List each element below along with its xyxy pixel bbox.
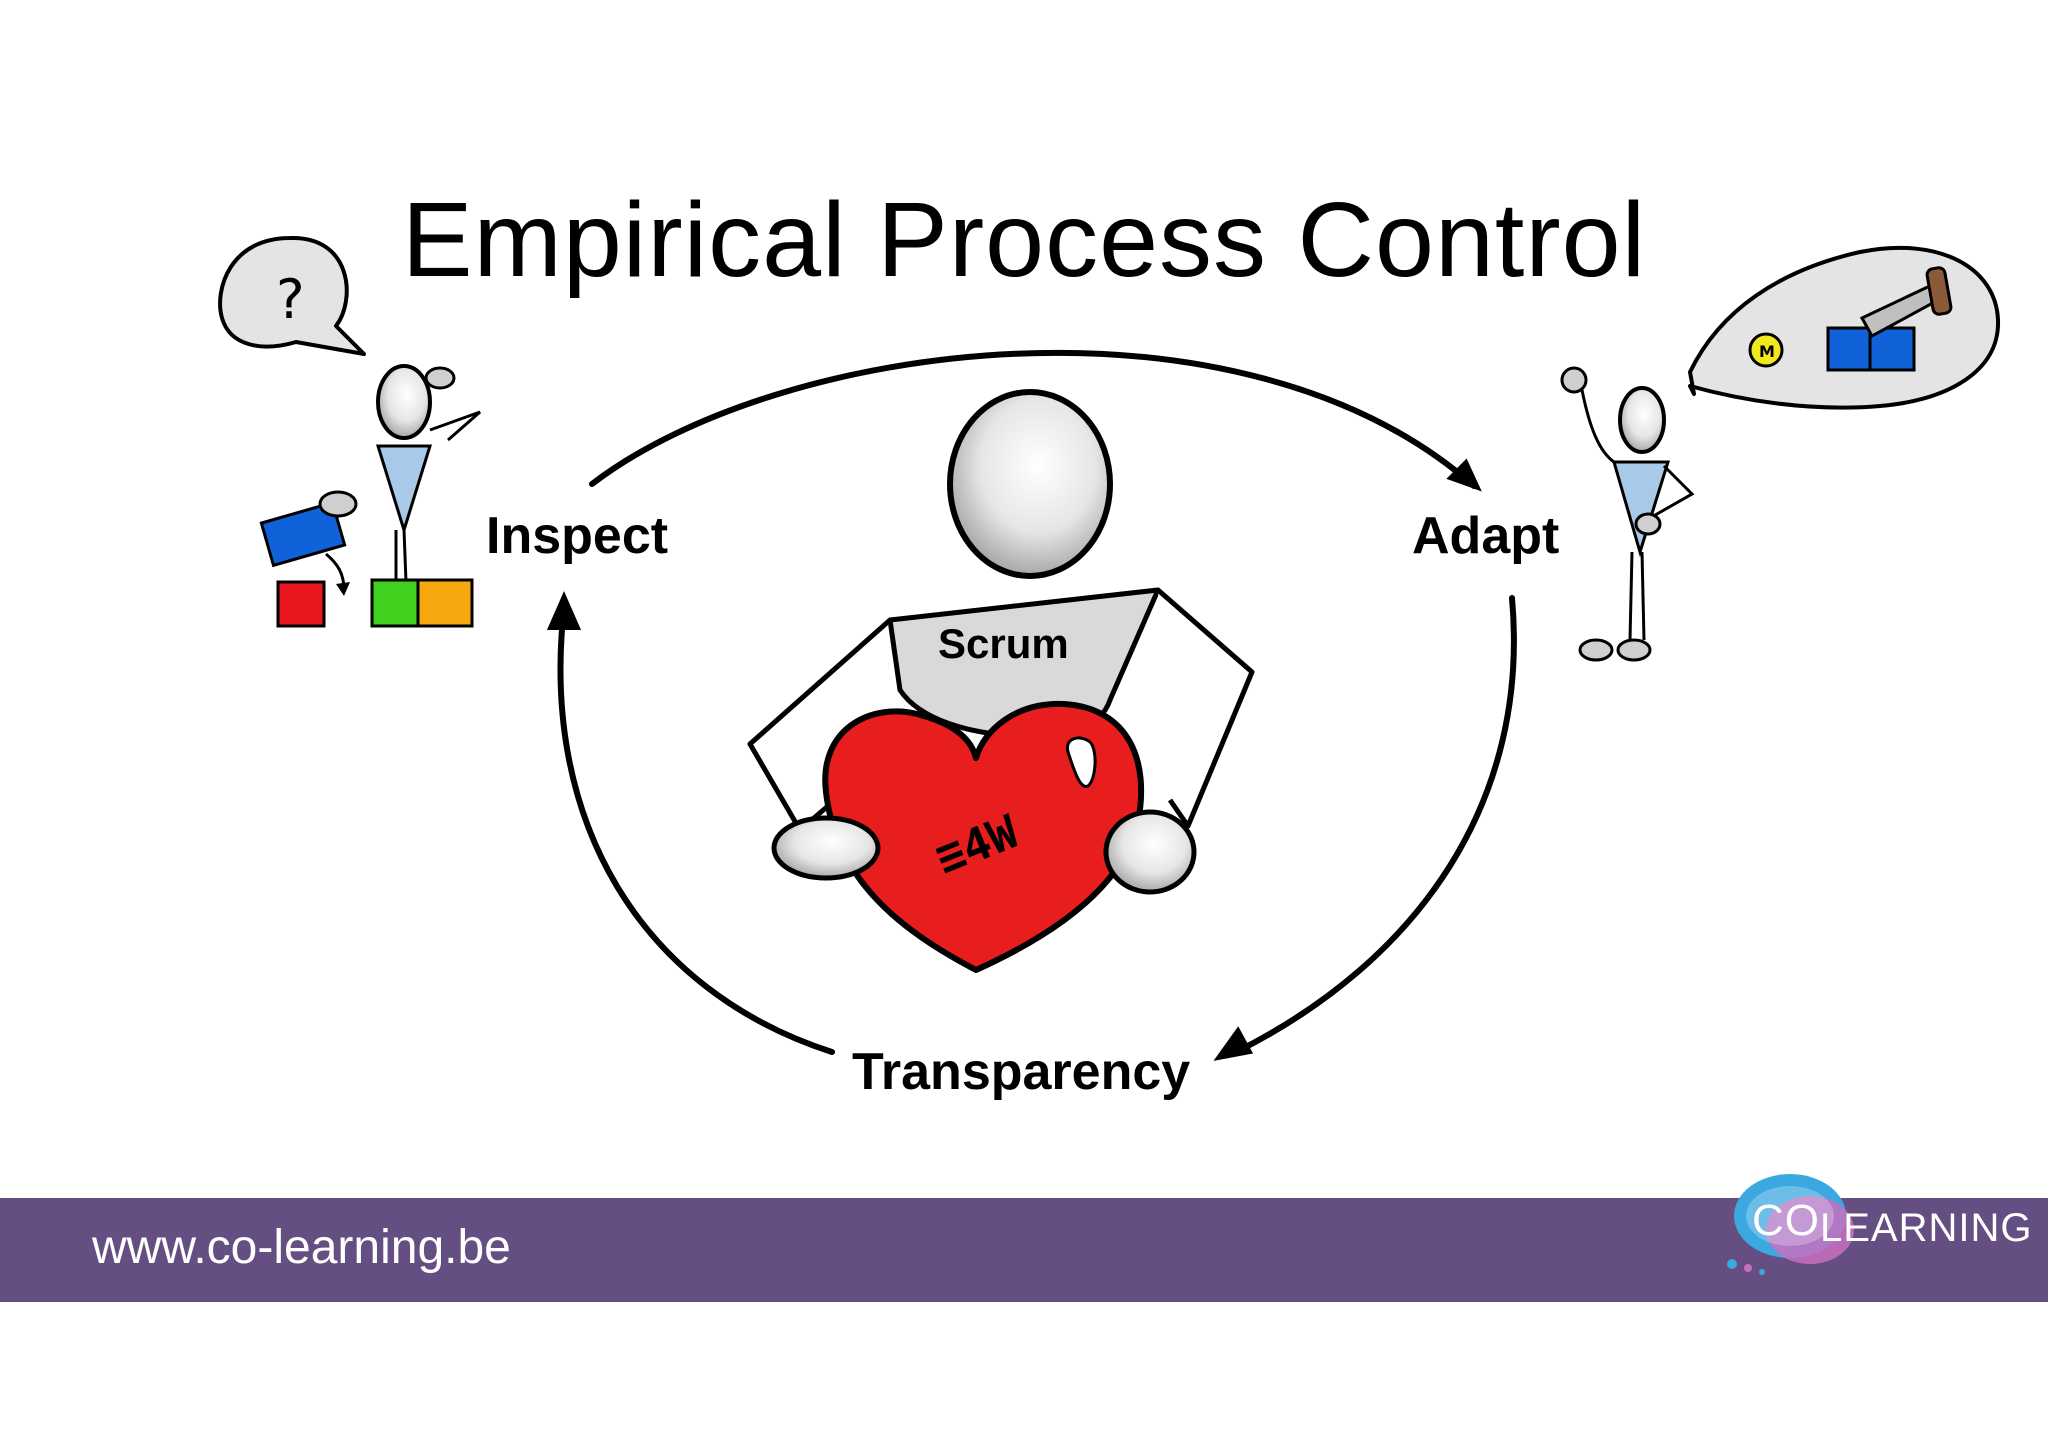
- right-figure-leg-2: [1640, 551, 1646, 641]
- arrow-inspect-to-adapt: [589, 349, 1477, 489]
- co-learning-logo-icon: [1727, 1174, 1854, 1275]
- saw-handle: [1925, 266, 1953, 316]
- center-figure-right-arm: [1156, 588, 1255, 829]
- center-figure-right-hand: [1103, 809, 1197, 895]
- node-inspect: Inspect: [486, 507, 669, 565]
- arrow-adapt-to-transparency-head: [1213, 1026, 1254, 1061]
- footer-url-link[interactable]: www.co-learning.be: [92, 1221, 511, 1274]
- right-figure-raised-hand: [1560, 366, 1588, 394]
- node-adapt: Adapt: [1412, 507, 1560, 565]
- left-figure-blue-block: [259, 500, 347, 568]
- right-figure-head: [1618, 386, 1666, 454]
- left-figure-shirt: [375, 444, 433, 536]
- right-blue-block-left: [1826, 326, 1872, 372]
- left-figure-raised-hand: [424, 366, 456, 390]
- center-label-scrum: Scrum: [938, 620, 1069, 667]
- right-figure-hand: [1634, 512, 1662, 536]
- right-blue-block-right: [1868, 326, 1916, 372]
- center-figure-left-arm: [747, 618, 892, 833]
- light-bulb-icon: [1748, 332, 1784, 368]
- right-figure-right-arm: [1649, 464, 1695, 520]
- arrow-transparency-to-inspect: [557, 605, 835, 1055]
- left-figure-head: [376, 364, 432, 440]
- left-figure-small-arrow-head: [336, 582, 350, 596]
- right-figure-left-foot: [1578, 638, 1614, 662]
- left-speech-bubble-text: ?: [276, 268, 305, 331]
- logo-text-co: CO: [1752, 1196, 1820, 1245]
- right-figure-arm: [1580, 389, 1615, 464]
- light-bulb-letter: M: [1759, 342, 1775, 361]
- logo-text-learning: LEARNING: [1820, 1206, 2033, 1250]
- center-figure-left-hand: [771, 815, 881, 881]
- left-figure-leg-2: [402, 529, 408, 583]
- block-red: [276, 580, 326, 628]
- left-speech-bubble: [218, 235, 366, 356]
- right-figure-leg: [1628, 551, 1634, 641]
- footer-bar: www.co-learning.be: [0, 1198, 2048, 1302]
- right-figure-right-foot: [1616, 638, 1652, 662]
- right-figure-shirt: [1612, 460, 1671, 558]
- heart-highlight: [1065, 736, 1097, 788]
- left-figure-hand: [318, 490, 358, 518]
- node-transparency: Transparency: [852, 1043, 1191, 1101]
- block-green: [370, 578, 420, 628]
- block-orange: [416, 578, 474, 628]
- arrow-transparency-to-inspect-head: [546, 591, 582, 630]
- arrow-inspect-to-adapt-head: [1446, 458, 1482, 492]
- page-title: Empirical Process Control: [401, 181, 1647, 299]
- left-figure-arm: [429, 410, 481, 442]
- arrow-adapt-to-transparency: [1233, 595, 1517, 1055]
- center-figure-head: [947, 389, 1113, 579]
